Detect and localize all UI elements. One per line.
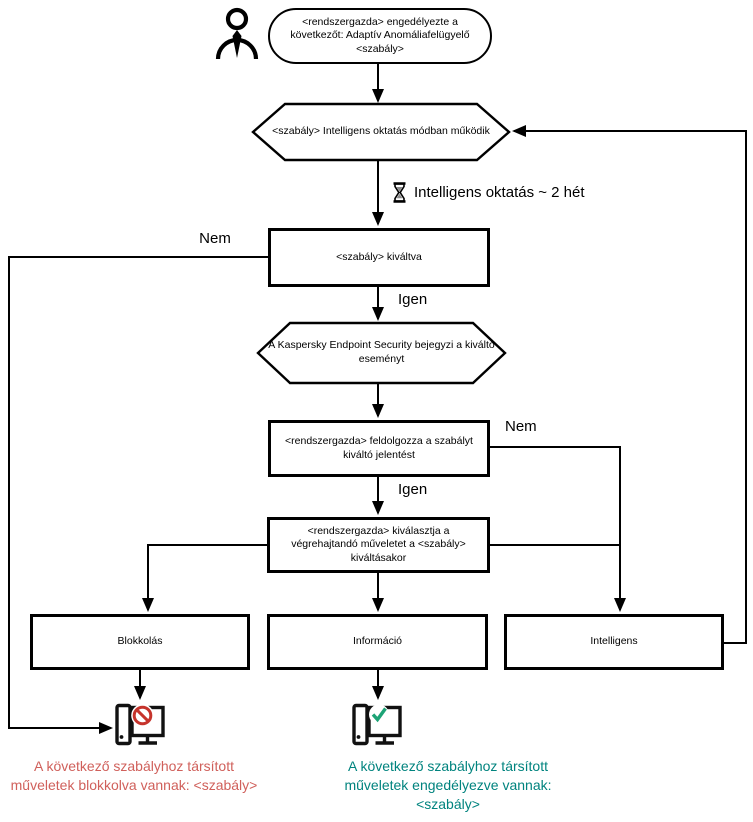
edge-label-yes-2: Igen: [398, 481, 428, 498]
action-select-label: <rendszergazda> kiválasztja a végrehajta…: [291, 524, 466, 564]
blocked-computer-icon: [115, 703, 165, 746]
training-duration: Intelligens oktatás ~ 2 hét: [392, 182, 585, 203]
start-node: <rendszergazda> engedélyezte a következő…: [268, 8, 492, 64]
action-block-label: Blokkolás: [117, 635, 163, 648]
rule-triggered-label: <szabály> kiváltva: [336, 250, 422, 263]
edge-label-yes-1: Igen: [398, 291, 428, 308]
action-select-box: <rendszergazda> kiválasztja a végrehajta…: [267, 517, 490, 573]
action-smart-label: Intelligens: [590, 635, 638, 648]
admin-report-label: <rendszergazda> feldolgozza a szabályt k…: [285, 434, 473, 461]
start-node-label: <rendszergazda> engedélyezte a következő…: [290, 15, 470, 55]
rule-triggered-box: <szabály> kiváltva: [268, 228, 490, 287]
training-mode-label: <szabály> Intelligens oktatás módban műk…: [272, 125, 490, 138]
action-block-box: Blokkolás: [30, 614, 250, 670]
training-mode-hexagon-shape: [251, 102, 511, 162]
administrator-icon: [215, 7, 259, 60]
event-log-hexagon: A Kaspersky Endpoint Security bejegyzi a…: [253, 323, 510, 383]
event-log-hexagon-shape: [256, 321, 507, 385]
allowed-result-text: A következő szabályhoz társított művelet…: [344, 758, 552, 813]
admin-report-box: <rendszergazda> feldolgozza a szabályt k…: [268, 420, 490, 477]
blocked-result-text: A következő szabályhoz társított művelet…: [10, 758, 258, 794]
training-mode-hexagon: <szabály> Intelligens oktatás módban műk…: [259, 104, 503, 160]
training-duration-label: Intelligens oktatás ~ 2 hét: [414, 184, 585, 201]
hourglass-icon: [393, 182, 406, 203]
edge-label-no-2: Nem: [505, 418, 537, 435]
action-info-box: Információ: [267, 614, 488, 670]
event-log-label: A Kaspersky Endpoint Security bejegyzi a…: [268, 339, 495, 365]
action-smart-box: Intelligens: [504, 614, 724, 670]
action-info-label: Információ: [352, 635, 403, 648]
allowed-computer-icon: [352, 703, 402, 746]
edge-label-no-1: Nem: [199, 230, 231, 247]
